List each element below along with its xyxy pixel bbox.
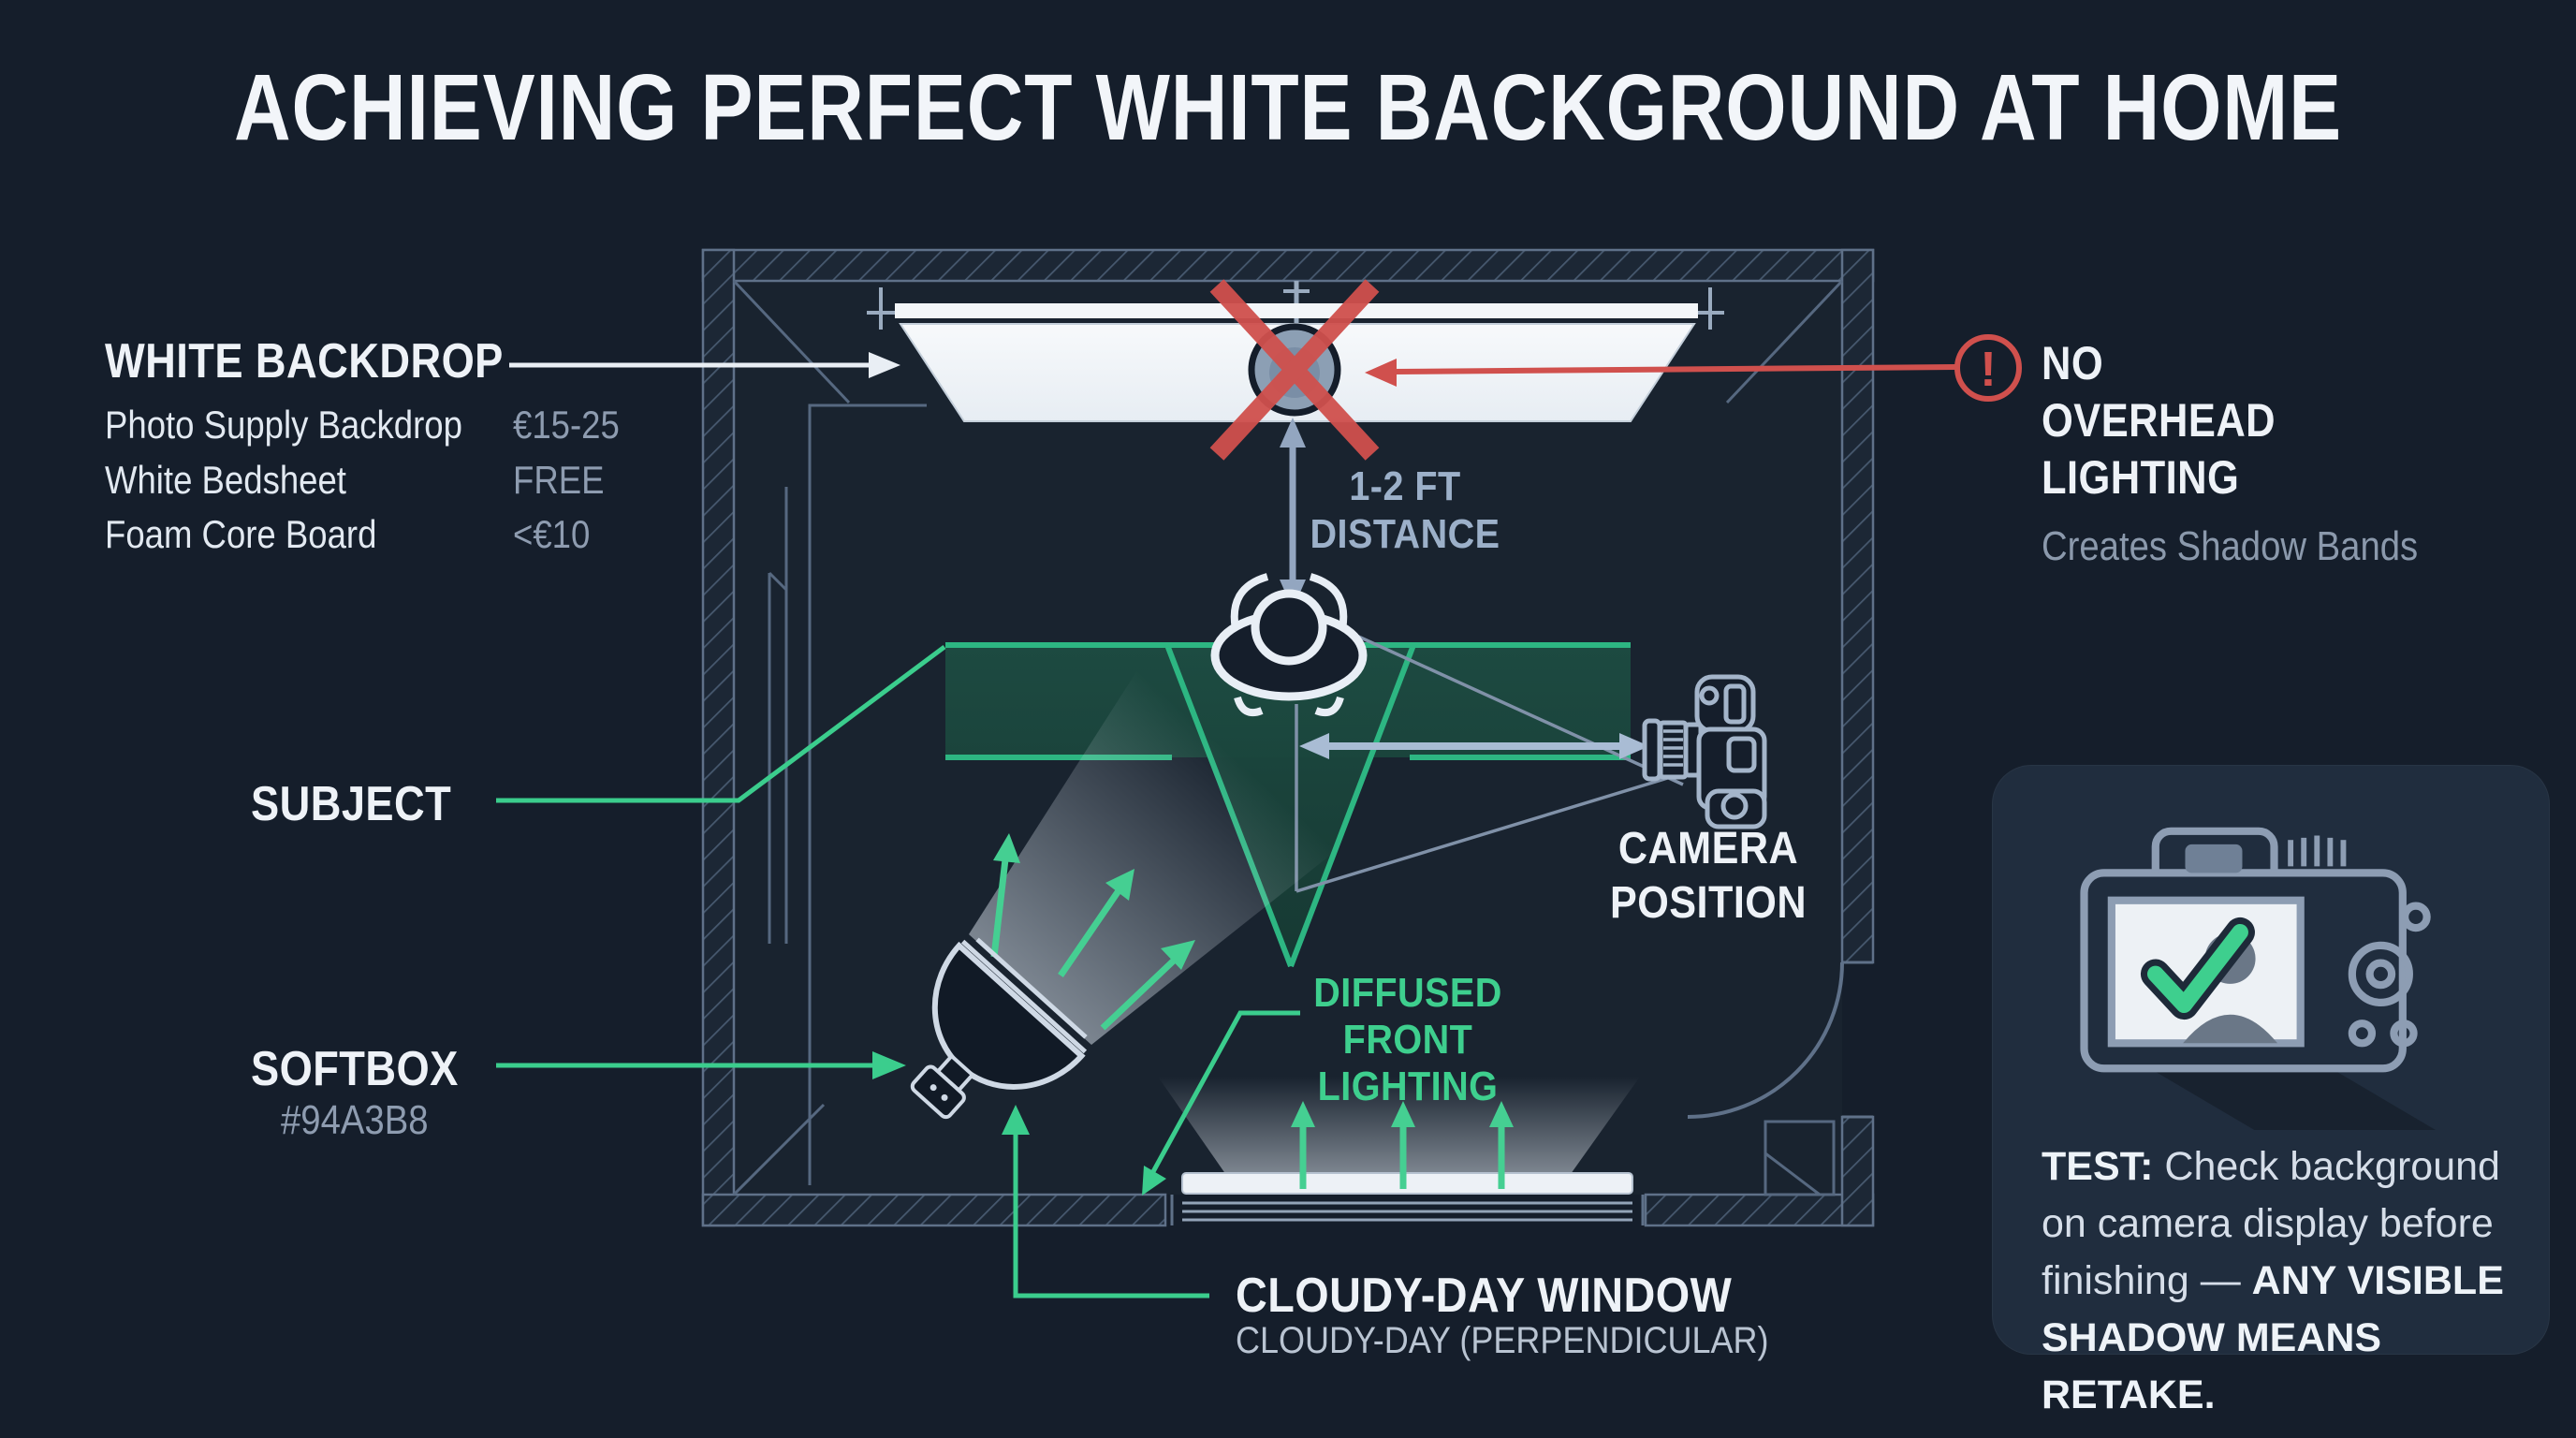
window-subtitle: CLOUDY-DAY (PERPENDICULAR): [1236, 1320, 1769, 1361]
backdrop-item-label: Photo Supply Backdrop: [105, 403, 462, 447]
backdrop-item-price: <€10: [513, 512, 591, 556]
warning-leader-arrow: [1365, 359, 1957, 387]
softbox-light-arrows: [990, 833, 1195, 1031]
window-heading: CLOUDY-DAY WINDOW: [1236, 1269, 1733, 1323]
room-walls: [701, 248, 1875, 1227]
warning-title: NO OVERHEAD LIGHTING: [2042, 337, 2276, 504]
page-title: ACHIEVING PERFECT WHITE BACKGROUND AT HO…: [234, 55, 2342, 160]
backdrop-heading: WHITE BACKDROP: [105, 334, 504, 389]
window-light-glow: [1158, 1077, 1640, 1187]
leader-lines-green: [496, 644, 1300, 1299]
distance-label-value: 1-2 FT: [1349, 463, 1461, 509]
backdrop-item-price: €15-25: [513, 403, 620, 447]
camera-distance-arrow: [1299, 733, 1649, 759]
test-card: TEST: Check background on camera display…: [1992, 765, 2550, 1417]
warning-subtitle: Creates Shadow Bands: [2042, 523, 2419, 569]
softbox-hex-label: #94A3B8: [281, 1097, 429, 1143]
backdrop-item-label: White Bedsheet: [105, 458, 346, 502]
backdrop-item-price: FREE: [513, 458, 605, 502]
test-emphasis: ANY VISIBLE SHADOW MEANS RETAKE.: [2042, 1258, 2504, 1418]
distance-label-unit: DISTANCE: [1310, 511, 1500, 557]
softbox-icon: [910, 937, 1088, 1120]
blueprint-detail-lines: [732, 279, 1844, 1196]
subject-label: SUBJECT: [251, 777, 452, 831]
backdrop-rail: [867, 281, 1724, 330]
window-light-arrows: [1291, 1101, 1514, 1189]
svg-text:!: !: [1980, 343, 1996, 397]
checkmark-icon: [2140, 917, 2255, 1020]
subject-leader: [496, 644, 946, 803]
no-overhead-x-icon: [1209, 279, 1380, 461]
diffused-lighting-label: DIFFUSED FRONT LIGHTING: [1313, 970, 1502, 1110]
camera-top-icon: [1642, 674, 1767, 829]
diffused-leader: [1148, 1010, 1300, 1179]
window-sill: [1170, 1172, 1645, 1225]
subject-icon: [1210, 573, 1368, 717]
camera-back-icon: [2080, 827, 2437, 1130]
backdrop-item-label: Foam Core Board: [105, 512, 377, 556]
door-arc: [1687, 961, 1873, 1119]
softbox-diffuser-line: [960, 939, 1088, 1054]
camera-shadow: [2149, 1068, 2437, 1130]
test-instructions: TEST: Check background on camera display…: [2042, 1138, 2514, 1424]
test-prefix: TEST:: [2042, 1144, 2154, 1189]
window-leader: [1013, 1128, 1209, 1299]
softbox-beam: [969, 670, 1337, 1045]
test-body: Check background on camera display befor…: [2042, 1144, 2500, 1304]
softbox-label: SOFTBOX: [251, 1042, 459, 1096]
camera-position-label: CAMERA POSITION: [1609, 824, 1808, 928]
warning-icon: !: [1954, 334, 2022, 402]
backdrop-leader-arrow: [509, 352, 900, 378]
